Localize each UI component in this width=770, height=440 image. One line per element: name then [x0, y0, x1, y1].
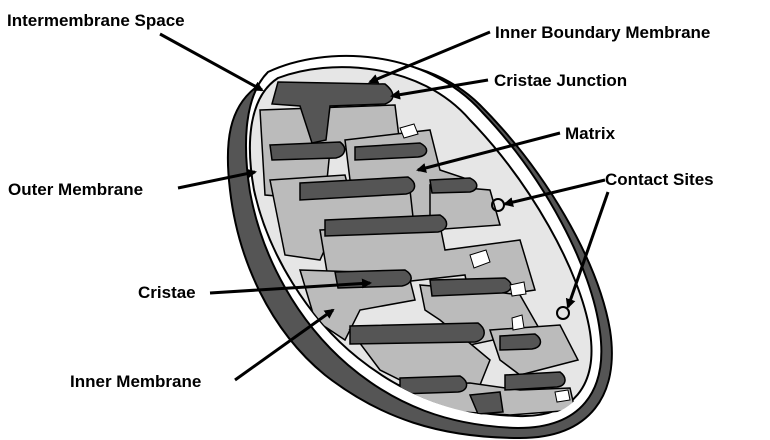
label-inner-boundary-membrane: Inner Boundary Membrane [495, 23, 710, 42]
crista [505, 372, 565, 390]
crista [350, 323, 484, 344]
granule [555, 390, 570, 402]
arrow-intermembrane-space [160, 34, 262, 90]
crista [430, 178, 477, 193]
label-contact-sites: Contact Sites [605, 170, 714, 189]
label-outer-membrane: Outer Membrane [8, 180, 143, 199]
label-cristae: Cristae [138, 283, 196, 302]
crista [270, 142, 345, 160]
crista [400, 376, 467, 394]
granule [510, 282, 526, 296]
label-inner-membrane: Inner Membrane [70, 372, 201, 391]
granule [512, 315, 524, 330]
crista [500, 334, 540, 350]
label-cristae-junction: Cristae Junction [494, 71, 627, 90]
crista [430, 278, 511, 296]
label-intermembrane-space: Intermembrane Space [7, 11, 185, 30]
label-matrix: Matrix [565, 124, 616, 143]
